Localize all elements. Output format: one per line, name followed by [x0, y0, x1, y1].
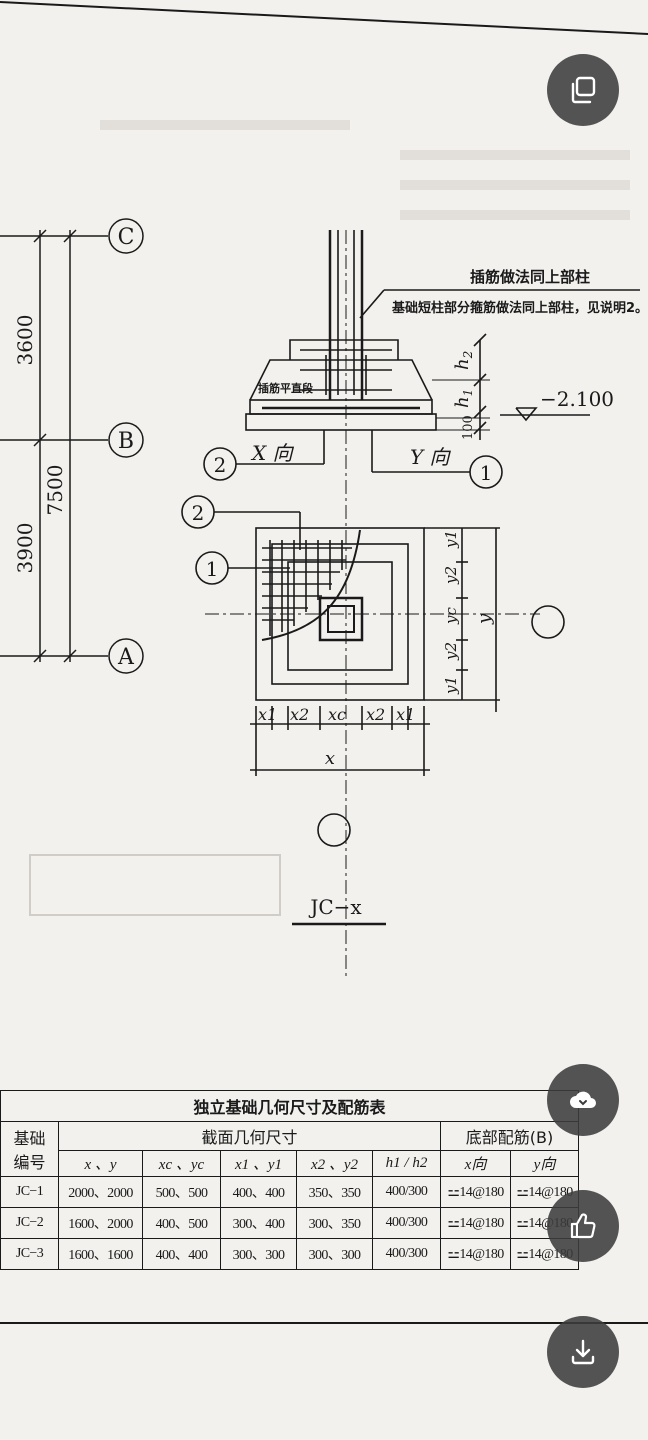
dim-3900: 3900: [13, 523, 37, 574]
dim-xc: xc: [328, 705, 346, 724]
dim-7500: 7500: [43, 465, 67, 516]
cell-rebar-x: ⚍14@180: [440, 1238, 511, 1270]
cell-id: JC−2: [0, 1207, 59, 1239]
subheader-xy: x 、y: [58, 1150, 143, 1177]
header-section-geometry: 截面几何尺寸: [58, 1121, 441, 1151]
dim-x1-left: x1: [258, 705, 277, 724]
note-straight-segment: 插筋平直段: [258, 381, 313, 395]
download-icon: [571, 1339, 595, 1365]
subheader-x1y1: x1 、y1: [220, 1150, 297, 1177]
table-row: JC−1 2000、2000 500、500 400、400 350、350 4…: [0, 1176, 580, 1208]
foundation-spec-table: 独立基础几何尺寸及配筋表 基础编号 截面几何尺寸 底部配筋(B) x 、y xc…: [0, 1090, 580, 1270]
thumbs-up-icon: [570, 1213, 596, 1239]
dim-y1-top: y1: [442, 530, 460, 549]
subheader-y-dir: y向: [509, 1150, 580, 1177]
cell-h: 400/300: [372, 1238, 441, 1270]
dim-y1-bottom: y1: [442, 676, 460, 695]
cell-x2y2: 300、300: [296, 1238, 373, 1270]
cell-xcyc: 400、500: [142, 1207, 221, 1239]
dim-3600: 3600: [13, 315, 37, 366]
axis-label-b: B: [118, 429, 134, 454]
dim-yc: yc: [442, 607, 460, 625]
copy-icon: [571, 76, 596, 104]
dim-x2-right: x2: [366, 705, 385, 724]
cell-rebar-x: ⚍14@180: [440, 1207, 511, 1239]
dim-y2-top: y2: [442, 566, 460, 585]
dim-x2-left: x2: [290, 705, 309, 724]
rebar-tag-2: 2: [214, 453, 227, 477]
axis-grid: [0, 218, 144, 674]
cell-xcyc: 500、500: [142, 1176, 221, 1208]
dim-y2-bottom: y2: [442, 642, 460, 661]
dim-x1-right: x1: [396, 705, 415, 724]
note-short-column: 基础短柱部分箍筋做法同上部柱，见说明2。: [391, 300, 648, 316]
plan-rebar-tag-2: 2: [192, 501, 205, 525]
foundation-drawing: C B A 3600 3900 7500: [0, 120, 648, 980]
h1-label: h1: [452, 389, 475, 408]
table-title: 独立基础几何尺寸及配筋表: [0, 1090, 580, 1122]
download-button[interactable]: [547, 1316, 619, 1388]
cloud-button[interactable]: [547, 1064, 619, 1136]
cell-xy: 2000、2000: [58, 1176, 143, 1208]
cloud-icon: [570, 1091, 596, 1108]
axis-label-a: A: [117, 645, 135, 670]
dim-x: x: [325, 748, 335, 769]
plan-view: [181, 495, 565, 847]
section-view: [203, 230, 640, 980]
cell-id: JC−1: [0, 1176, 59, 1208]
detail-title: JC−x: [308, 895, 362, 919]
cell-x2y2: 300、350: [296, 1207, 373, 1239]
subheader-xcyc: xc 、yc: [142, 1150, 221, 1177]
subheader-x-dir: x向: [440, 1150, 511, 1177]
like-button[interactable]: [547, 1190, 619, 1262]
y-direction-label: Y 向: [410, 445, 452, 469]
note-insert-rebar: 插筋做法同上部柱: [470, 268, 590, 286]
cell-h: 400/300: [372, 1207, 441, 1239]
h2-label: h2: [452, 351, 475, 370]
cell-x1y1: 300、300: [220, 1238, 297, 1270]
rebar-tag-1: 1: [480, 461, 493, 485]
cell-id: JC−3: [0, 1238, 59, 1270]
cell-xy: 1600、2000: [58, 1207, 143, 1239]
cell-xy: 1600、1600: [58, 1238, 143, 1270]
page-edge-top: [0, 1, 648, 35]
axis-label-c: C: [118, 225, 135, 250]
table-row: JC−3 1600、1600 400、400 300、300 300、300 4…: [0, 1238, 580, 1270]
table-row: JC−2 1600、2000 400、500 300、400 300、350 4…: [0, 1207, 580, 1239]
cell-xcyc: 400、400: [142, 1238, 221, 1270]
dim-100: 100: [461, 415, 476, 440]
cell-x2y2: 350、350: [296, 1176, 373, 1208]
header-foundation-id: 基础编号: [0, 1121, 59, 1177]
subheader-x2y2: x2 、y2: [296, 1150, 373, 1177]
plan-rebar-tag-1: 1: [206, 557, 219, 581]
cell-rebar-x: ⚍14@180: [440, 1176, 511, 1208]
page-edge-bottom: [0, 1322, 648, 1324]
cell-h: 400/300: [372, 1176, 441, 1208]
subheader-h1h2: h1 / h2: [372, 1150, 441, 1177]
dim-y: y: [474, 613, 495, 625]
x-direction-label: X 向: [250, 441, 295, 465]
ghost-text: [29, 120, 630, 916]
cell-x1y1: 300、400: [220, 1207, 297, 1239]
cell-x1y1: 400、400: [220, 1176, 297, 1208]
elevation-label: −2.100: [540, 387, 614, 411]
copy-button[interactable]: [547, 54, 619, 126]
